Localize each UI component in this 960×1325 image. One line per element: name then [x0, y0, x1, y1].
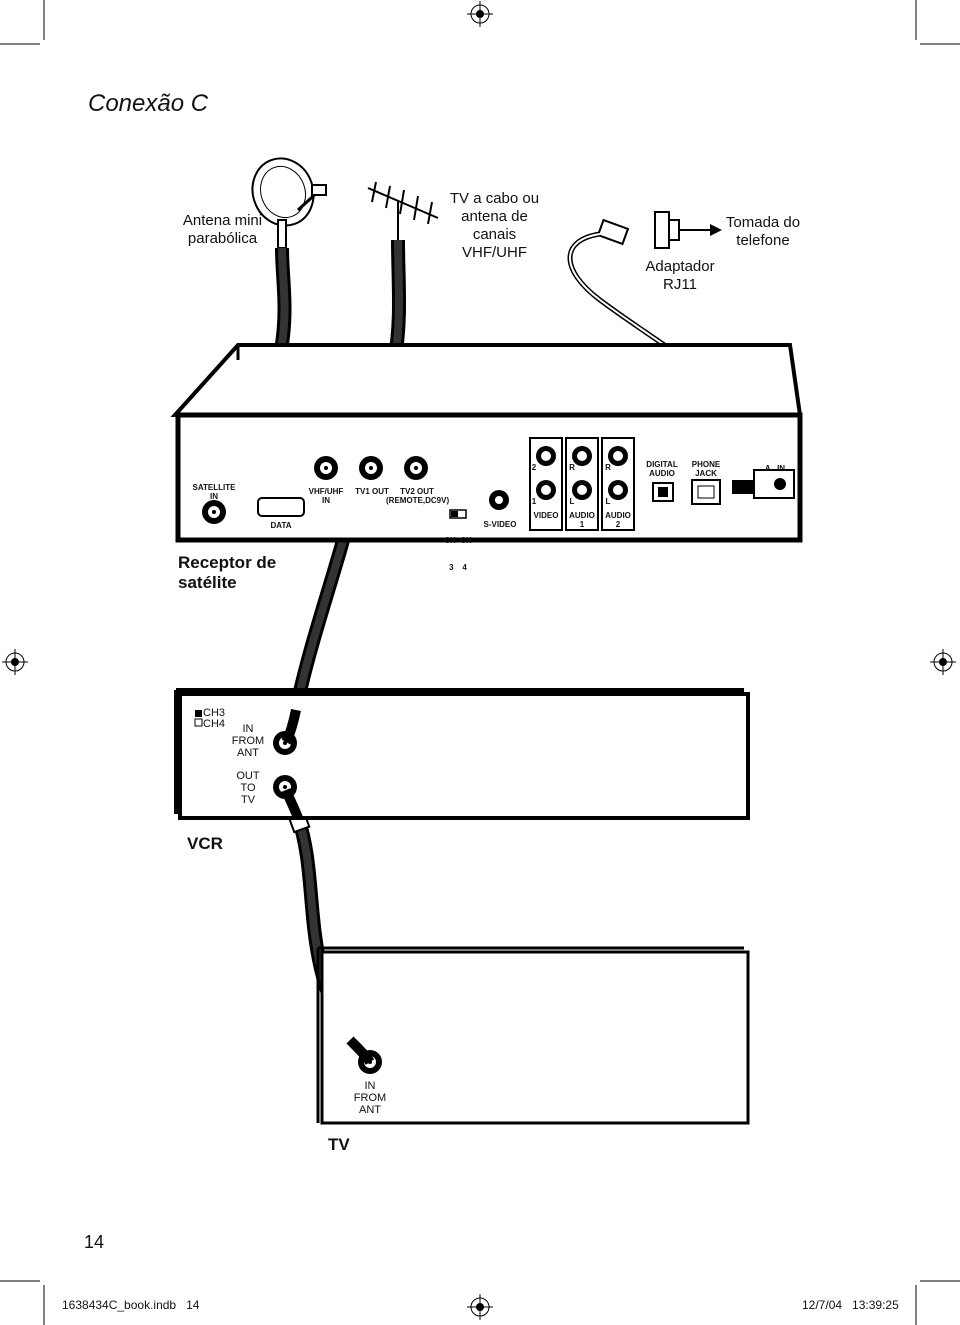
- phone-jack-label: PHONE JACK: [686, 460, 726, 478]
- adapter-label-line2: RJ11: [663, 276, 697, 293]
- audio1-label: AUDIO 1: [566, 511, 598, 529]
- tv-name: TV: [328, 1135, 350, 1154]
- registration-mark-bottom: [467, 1294, 493, 1320]
- phone-plug-icon: [596, 218, 630, 246]
- satellite-in-label: SATELLITE IN: [192, 483, 236, 501]
- adapter-label: Adaptador RJ11: [640, 258, 720, 294]
- ac-in-label: A IN: [764, 464, 786, 473]
- dish-label-line1: Antena mini: [182, 212, 263, 229]
- vcr-out-line3: TV: [240, 794, 256, 806]
- footer-timestamp: 12/7/04 13:39:25: [802, 1298, 899, 1312]
- s-video-label: S-VIDEO: [483, 520, 517, 529]
- antenna-label-line1: TV a cabo ou: [449, 190, 540, 207]
- dish-label-line2: parabólica: [187, 230, 258, 247]
- tv-in-line1: IN: [364, 1080, 376, 1092]
- digital-audio-label-line1: DIGITAL: [646, 460, 678, 469]
- vhf-uhf-in-label-line2: IN: [322, 496, 330, 505]
- vcr-name: VCR: [187, 834, 223, 853]
- audio2-label-line2: 2: [615, 520, 621, 529]
- registration-mark-right: [930, 649, 956, 675]
- video-num-1-label: 1: [531, 497, 537, 506]
- adapter-label-line1: Adaptador: [645, 258, 715, 275]
- registration-mark-left: [2, 649, 28, 675]
- audio2-l-label: L: [605, 497, 611, 506]
- vcr-out-line2: TO: [240, 782, 256, 794]
- wall-jack-label: Tomada do telefone: [718, 214, 808, 250]
- wall-jack-label-line2: telefone: [736, 232, 790, 249]
- receiver-name: Receptor de satélite: [178, 553, 276, 593]
- tv-box: [316, 946, 750, 1125]
- page-number: 14: [84, 1232, 105, 1252]
- vcr-in-line2: FROM: [231, 735, 265, 747]
- audio1-r-label: R: [569, 463, 575, 472]
- vcr-out-to-tv-label: OUT TO TV: [228, 770, 268, 806]
- data-port-label: DATA: [270, 521, 292, 530]
- tv2-out-label-line2: (REMOTE,DC9V): [386, 496, 450, 505]
- vcr-in-line3: ANT: [237, 747, 259, 759]
- audio2-r-label: R: [605, 463, 611, 472]
- audio1-label-line1: AUDIO: [569, 511, 595, 520]
- registration-mark-top: [467, 1, 493, 27]
- digital-audio-label-line2: AUDIO: [649, 469, 675, 478]
- video-label: VIDEO: [533, 511, 559, 520]
- tv2-out-label-line1: TV2 OUT: [400, 487, 434, 496]
- ch-switch-label-line2: 3 4: [449, 563, 467, 572]
- tv-in-line2: FROM: [353, 1092, 387, 1104]
- tv-antenna-icon: [367, 181, 439, 240]
- tv-in-from-ant-label: IN FROM ANT: [350, 1080, 390, 1116]
- phone-jack-label-line2: JACK: [695, 469, 717, 478]
- dish-label: Antena mini parabólica: [175, 212, 270, 248]
- antenna-label: TV a cabo ou antena de canais VHF/UHF: [442, 190, 547, 262]
- digital-audio-label: DIGITAL AUDIO: [642, 460, 682, 478]
- rj11-adapter-icon: [654, 211, 722, 249]
- receiver-name-line1: Receptor de: [178, 553, 277, 572]
- tv-in-line3: ANT: [359, 1104, 381, 1116]
- ch-switch-label: CH CH 3 4: [442, 518, 474, 581]
- wall-jack-label-line1: Tomada do: [725, 214, 801, 231]
- video-num-2-label: 2: [531, 463, 537, 472]
- receiver-name-line2: satélite: [178, 573, 237, 592]
- antenna-label-line2: antena de: [461, 208, 528, 225]
- audio2-label-line1: AUDIO: [605, 511, 631, 520]
- antenna-label-line4: VHF/UHF: [462, 244, 527, 261]
- vhf-uhf-in-label-line1: VHF/UHF: [308, 487, 344, 496]
- audio2-label: AUDIO 2: [602, 511, 634, 529]
- audio1-label-line2: 1: [579, 520, 585, 529]
- vcr-ch3-label: CH3: [203, 707, 226, 719]
- ch-switch-label-line1: CH CH: [444, 536, 472, 545]
- vcr-out-line1: OUT: [236, 770, 260, 782]
- satellite-receiver: [170, 343, 803, 543]
- vcr-in-from-ant-label: IN FROM ANT: [228, 723, 268, 759]
- vhf-uhf-in-label: VHF/UHF IN: [306, 487, 346, 505]
- tv1-out-label: TV1 OUT: [355, 487, 389, 496]
- phone-jack-label-line1: PHONE: [691, 460, 721, 469]
- satellite-dish-icon: [251, 157, 327, 249]
- antenna-label-line3: canais: [472, 226, 517, 243]
- vcr-in-line1: IN: [242, 723, 254, 735]
- audio1-l-label: L: [569, 497, 575, 506]
- footer-file: 1638434C_book.indb 14: [62, 1298, 200, 1312]
- vcr-ch4-label: CH4: [203, 718, 226, 730]
- tv2-out-label: TV2 OUT (REMOTE,DC9V): [386, 487, 450, 505]
- page-title: Conexão C: [88, 90, 209, 117]
